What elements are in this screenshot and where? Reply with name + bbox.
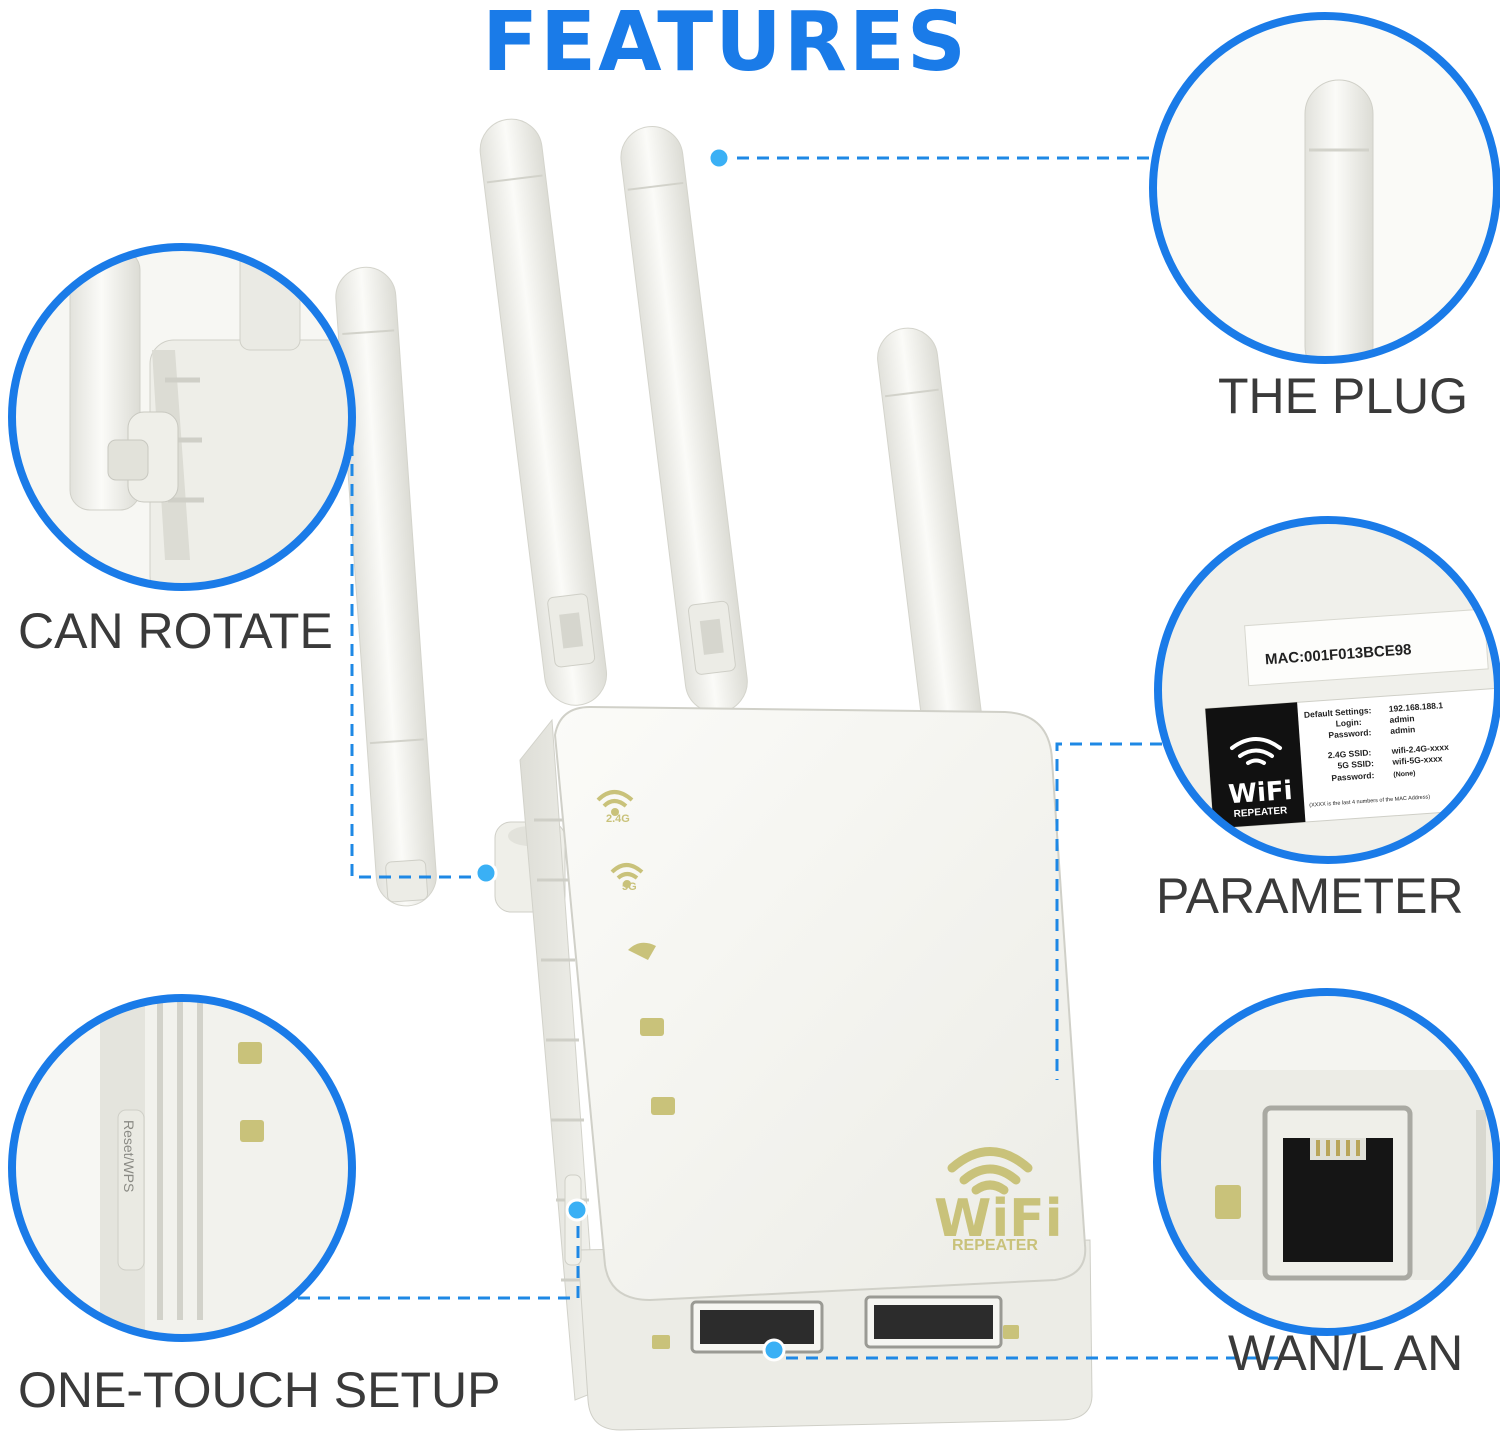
sticker-password-value: admin xyxy=(1390,724,1416,736)
sticker-ssid5-value: wifi-5G-xxxx xyxy=(1391,753,1443,767)
reset-wps-label: Reset/WPS xyxy=(121,1120,137,1192)
sticker-ssid24-value: wifi-2.4G-xxxx xyxy=(1390,742,1449,756)
sticker-ssid5-label: 5G SSID: xyxy=(1337,758,1374,771)
antenna-center-left xyxy=(479,118,608,706)
label-can-rotate: CAN ROTATE xyxy=(18,603,333,659)
detail-circle-plug xyxy=(1149,12,1500,364)
sticker-password2-label: Password: xyxy=(1331,770,1375,783)
led-24g-label: 2.4G xyxy=(606,813,630,825)
brand-wifi: WiFi xyxy=(934,1189,1063,1249)
callout-dots xyxy=(474,146,786,1362)
detail-circle-wan-lan xyxy=(1153,988,1500,1336)
sticker-login-value: admin xyxy=(1389,713,1415,725)
sticker-password2-value: (None) xyxy=(1393,770,1416,779)
sticker-login-label: Login: xyxy=(1335,717,1362,729)
sticker-logo-repeater: REPEATER xyxy=(1233,805,1288,820)
detail-circle-parameter: MAC:001F013BCE98 WiFi REPEATER Default S… xyxy=(1154,516,1500,864)
features-title: FEATURES xyxy=(482,0,968,90)
brand-repeater: REPEATER xyxy=(952,1237,1038,1254)
label-one-touch-setup: ONE-TOUCH SETUP xyxy=(18,1362,501,1418)
label-parameter: PARAMETER xyxy=(1156,868,1464,924)
repeater-device: 2.4G 5G WiFi REPEATER xyxy=(335,118,1093,1431)
wifi-logo-icon xyxy=(947,1147,1033,1195)
led-indicators xyxy=(596,790,675,1115)
sticker-default-label: Default Settings: xyxy=(1304,705,1372,720)
antenna-left xyxy=(335,266,437,907)
sticker-password-label: Password: xyxy=(1328,727,1372,740)
sticker-default-value: 192.168.188.1 xyxy=(1388,700,1443,714)
sticker-wifi-icon xyxy=(1230,737,1282,765)
label-the-plug: THE PLUG xyxy=(1218,368,1469,424)
sticker-logo-wifi: WiFi xyxy=(1227,776,1293,810)
led-5g-label: 5G xyxy=(622,881,637,893)
antenna-center-right xyxy=(620,126,748,714)
detail-circle-setup: Reset/WPS xyxy=(8,994,356,1342)
label-wan-lan: WAN/L AN xyxy=(1228,1325,1464,1381)
sticker-ssid24-label: 2.4G SSID: xyxy=(1328,747,1372,760)
